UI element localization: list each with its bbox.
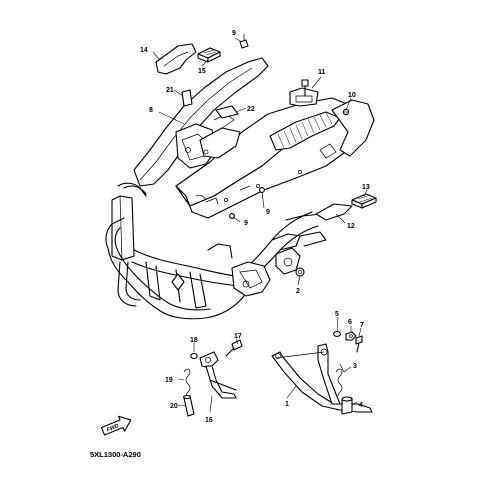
- callout-18: 18: [190, 337, 198, 344]
- part-7-bolt: [355, 335, 363, 353]
- callout-9-top: 9: [232, 30, 236, 37]
- part-6-nut: [345, 331, 357, 341]
- part-18-nut: [190, 352, 198, 360]
- callout-8: 8: [149, 107, 153, 114]
- callout-22: 22: [247, 106, 255, 113]
- callout-21: 21: [166, 87, 174, 94]
- callout-12: 12: [347, 223, 355, 230]
- part-2-grommet: [295, 267, 305, 277]
- part-9-screw-top: [239, 34, 249, 49]
- callout-13: 13: [362, 184, 370, 191]
- leg-shield-panel: [133, 57, 269, 187]
- callout-1: 1: [285, 401, 289, 408]
- part-4-cap: [341, 396, 353, 415]
- part-12-plate: [315, 203, 353, 221]
- callout-17: 17: [234, 333, 242, 340]
- part-15-clip: [197, 47, 221, 63]
- callout-7: 7: [360, 322, 364, 329]
- callout-6: 6: [348, 319, 352, 326]
- frame-assembly: [105, 182, 327, 320]
- part-19-spring: [183, 368, 191, 397]
- footrest-ribs: [277, 112, 333, 149]
- part-callouts: 1 2 3 4 5 6 7 8 9 9 9 10 11 12 13 14 15 …: [140, 30, 370, 424]
- part-1-main-stand: [271, 343, 373, 413]
- part-22-pad: [215, 105, 239, 119]
- part-14-cover: [155, 43, 197, 75]
- part-20-sleeve: [183, 394, 195, 417]
- callout-3: 3: [353, 363, 357, 370]
- callout-10: 10: [348, 92, 356, 99]
- diagram-reference-code: 5XL1300-A290: [90, 450, 141, 459]
- part-21-plate: [181, 89, 193, 107]
- callout-9-low: 9: [244, 220, 248, 227]
- part-16-side-stand: [199, 351, 237, 399]
- leader-lines: [152, 37, 368, 413]
- part-11-bolt: [301, 79, 309, 97]
- callout-15: 15: [198, 68, 206, 75]
- part-17-bolt: [225, 339, 243, 357]
- callout-11: 11: [318, 69, 326, 76]
- callout-9-mid: 9: [266, 209, 270, 216]
- part-10-screw: [342, 108, 350, 116]
- part-3-spring: [335, 363, 345, 397]
- part-5-washer: [333, 331, 341, 337]
- part-13-damper: [351, 193, 377, 209]
- callout-20: 20: [170, 403, 178, 410]
- callout-19: 19: [165, 377, 173, 384]
- fwd-label: FWD: [106, 423, 120, 433]
- callout-4: 4: [359, 402, 363, 409]
- footrest-board: [175, 87, 375, 219]
- callout-5: 5: [335, 311, 339, 318]
- callout-2: 2: [296, 288, 300, 295]
- forward-arrow-icon: FWD: [100, 415, 132, 436]
- callout-16: 16: [205, 417, 213, 424]
- callout-14: 14: [140, 47, 148, 54]
